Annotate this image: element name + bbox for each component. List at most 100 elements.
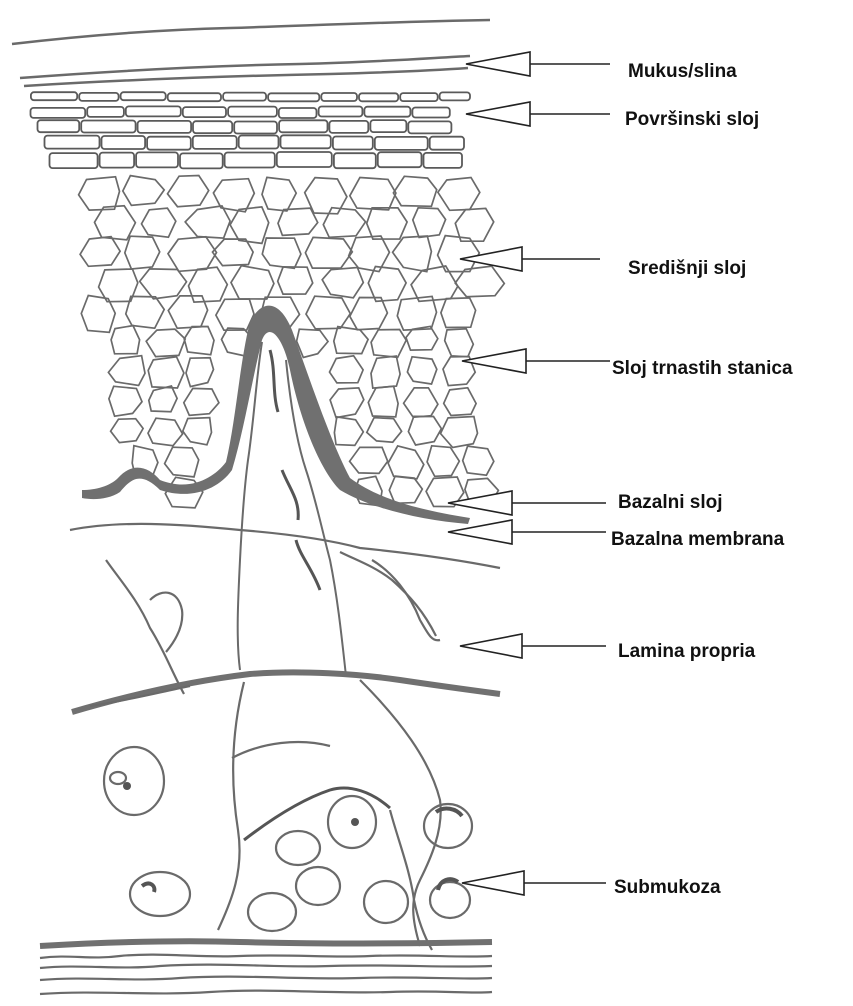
label-submukoza: Submukoza (614, 877, 721, 898)
surface-cell (31, 92, 77, 100)
label-trnastih: Sloj trnastih stanica (612, 358, 793, 379)
epithelial-cell (111, 326, 140, 354)
epithelial-cell (367, 208, 407, 239)
surface-cell (136, 152, 178, 167)
surface-cell (31, 108, 86, 118)
surface-layer (31, 92, 471, 168)
surface-cell (375, 137, 428, 150)
pointer-povrsinski (466, 102, 610, 126)
epithelial-cell (330, 356, 364, 383)
surface-cell (378, 152, 422, 167)
epithelial-cell (397, 296, 436, 330)
epithelial-cell (146, 329, 185, 357)
surface-cell (408, 121, 451, 133)
epithelial-cell (111, 419, 144, 443)
epithelial-cell (125, 236, 160, 269)
surface-cell (364, 107, 410, 117)
epithelial-cell (189, 267, 228, 302)
epithelial-cell (441, 298, 476, 328)
epithelial-cell (168, 176, 209, 207)
surface-cell (321, 93, 357, 101)
surface-cell (87, 107, 124, 117)
epithelial-cell (330, 388, 364, 418)
surface-cell (168, 93, 221, 101)
epithelial-cell (80, 237, 120, 267)
epithelial-cell (81, 296, 115, 333)
surface-cell (333, 137, 373, 150)
epithelial-cell (184, 327, 214, 355)
epithelial-cell (262, 177, 296, 211)
submucosa (40, 680, 492, 994)
surface-cell (440, 92, 470, 100)
epithelial-cell (455, 208, 493, 241)
epithelial-cell (350, 298, 388, 330)
epithelial-cell (95, 206, 136, 240)
epithelial-cell (278, 208, 318, 235)
epithelial-cell (305, 237, 352, 268)
epithelial-cell (278, 267, 313, 294)
surface-cell (329, 121, 368, 133)
epithelial-cell (149, 386, 177, 412)
epithelial-cell (349, 236, 390, 272)
epithelial-cell (186, 358, 214, 387)
surface-cell (38, 120, 80, 132)
epithelial-cell (350, 447, 388, 473)
epithelial-cell (371, 330, 406, 358)
surface-cell (430, 137, 464, 150)
epithelial-cell (183, 418, 212, 445)
epithelial-cell (404, 388, 438, 417)
epithelial-cell (322, 268, 363, 298)
surface-cell (277, 152, 332, 167)
epithelial-cell (441, 417, 478, 448)
epithelial-cell (367, 418, 402, 443)
pointer-bazalni (448, 491, 606, 515)
epithelial-cell (407, 357, 436, 384)
surface-cell (50, 153, 98, 168)
surface-cell (370, 120, 406, 132)
surface-cell (81, 121, 135, 133)
epithelial-cell (393, 236, 432, 272)
epithelial-cell (168, 237, 217, 271)
surface-cell (100, 153, 135, 168)
surface-cell (147, 137, 191, 150)
epithelial-cell (306, 296, 350, 329)
epithelial-cell (323, 208, 365, 238)
epithelial-cell (368, 267, 406, 302)
surface-cell (225, 153, 275, 168)
epithelial-cell (444, 388, 476, 416)
epithelial-cell (408, 416, 441, 445)
labels: Mukus/slina Površinski sloj Središnji sl… (611, 61, 793, 898)
surface-cell (193, 136, 237, 149)
pointer-trnastih (462, 349, 610, 373)
connective-papilla (82, 306, 470, 676)
surface-cell (183, 107, 226, 117)
pointer-lamina (460, 634, 606, 658)
epithelial-cell (413, 208, 446, 238)
epithelial-cell (463, 446, 494, 475)
surface-cell (359, 93, 398, 101)
surface-cell (268, 93, 319, 101)
epithelial-cell (213, 239, 254, 266)
surface-cell (281, 135, 331, 148)
surface-cell (79, 93, 118, 101)
mucus-layer (12, 20, 490, 86)
surface-cell (239, 136, 279, 149)
epithelial-cell (108, 356, 145, 386)
label-povrsinski: Površinski sloj (625, 109, 759, 130)
epithelial-cell (140, 269, 187, 299)
epithelial-cell (445, 329, 474, 357)
surface-cell (279, 120, 327, 132)
surface-cell (319, 107, 363, 117)
epithelial-cell (371, 356, 400, 388)
epithelial-cell (438, 178, 480, 211)
epithelial-cell (79, 177, 120, 210)
surface-cell (400, 93, 438, 101)
surface-cell (223, 93, 266, 101)
epithelial-cell (389, 476, 422, 503)
epithelial-cell (185, 206, 230, 238)
surface-cell (228, 107, 277, 117)
epithelial-cell (168, 296, 207, 328)
surface-cell (279, 108, 317, 118)
pointer-membrana (448, 520, 606, 544)
